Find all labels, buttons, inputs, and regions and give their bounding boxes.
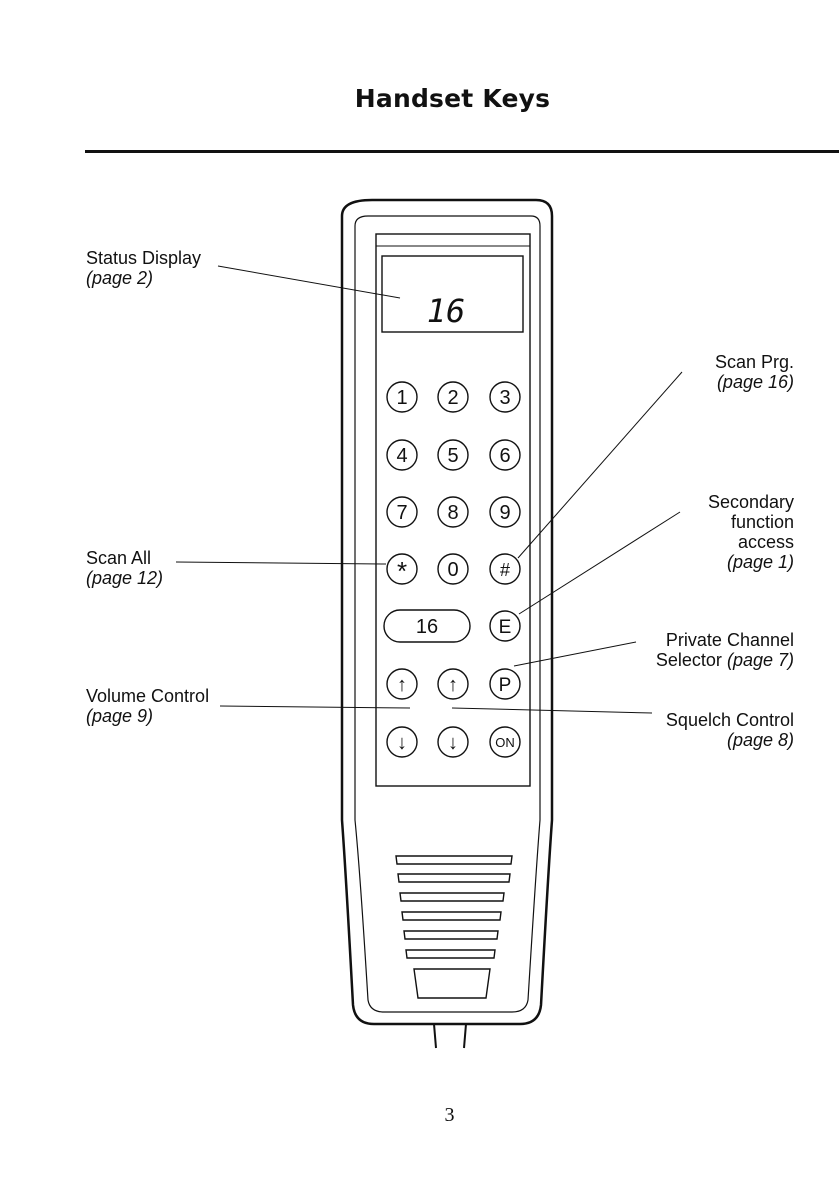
status-display-leader [218,266,400,298]
squelch-control-page: (page 8) [666,730,794,750]
private-channel-line2: Selector [656,650,722,670]
scan-prg-callout: Scan Prg. (page 16) [715,352,794,392]
secondary-function-line3: access [708,532,794,552]
volume-down-label: ↓ [397,732,407,754]
key-2-label: 2 [447,387,458,409]
secondary-function-leader [519,512,680,614]
secondary-function-callout: Secondary function access (page 1) [708,492,794,572]
scan-all-callout: Scan All (page 12) [86,548,163,588]
key-5-label: 5 [447,445,458,467]
squelch-down-key[interactable]: ↓ [438,727,468,757]
key-star-label: * [397,556,407,586]
cable-left [434,1024,436,1048]
volume-down-key[interactable]: ↓ [387,727,417,757]
volume-control-callout: Volume Control (page 9) [86,686,209,726]
key-hash-label: # [500,560,510,580]
volume-up-key[interactable]: ↑ [387,669,417,699]
volume-control-page: (page 9) [86,706,209,726]
squelch-up-label: ↑ [448,674,458,696]
key-3[interactable]: 3 [490,382,520,412]
secondary-function-page: (page 1) [708,552,794,572]
secondary-function-line2: function [708,512,794,532]
key-star[interactable]: * [387,554,417,586]
key-7[interactable]: 7 [387,497,417,527]
scan-prg-leader [518,372,682,558]
key-4-label: 4 [396,445,407,467]
cable-right [464,1024,466,1048]
key-1[interactable]: 1 [387,382,417,412]
scan-all-page: (page 12) [86,568,163,588]
key-p[interactable]: P [490,669,520,699]
squelch-down-label: ↓ [448,732,458,754]
private-channel-line2-row: Selector (page 7) [656,650,794,670]
private-channel-page: (page 7) [727,650,794,670]
squelch-control-label: Squelch Control [666,710,794,730]
key-5[interactable]: 5 [438,440,468,470]
key-7-label: 7 [396,502,407,524]
key-9-label: 9 [499,502,510,524]
squelch-control-callout: Squelch Control (page 8) [666,710,794,750]
key-8[interactable]: 8 [438,497,468,527]
volume-control-label: Volume Control [86,686,209,706]
private-channel-leader [514,642,636,666]
private-channel-callout: Private Channel Selector (page 7) [656,630,794,670]
speaker-grille [396,856,512,998]
scan-all-label: Scan All [86,548,163,568]
squelch-up-key[interactable]: ↑ [438,669,468,699]
key-0[interactable]: 0 [438,554,468,584]
volume-up-label: ↑ [397,674,407,696]
key-1-label: 1 [396,387,407,409]
on-key-label: ON [495,735,515,750]
page-number: 3 [0,1104,839,1127]
key-8-label: 8 [447,502,458,524]
key-6[interactable]: 6 [490,440,520,470]
volume-control-leader [220,706,410,708]
scan-prg-label: Scan Prg. [715,352,794,372]
on-key[interactable]: ON [490,727,520,757]
key-6-label: 6 [499,445,510,467]
key-hash[interactable]: # [490,554,520,584]
key-4[interactable]: 4 [387,440,417,470]
status-display-page: (page 2) [86,268,201,288]
callout-lines [176,266,682,713]
channel-16-key-label: 16 [416,616,438,638]
key-3-label: 3 [499,387,510,409]
key-9[interactable]: 9 [490,497,520,527]
key-e-label: E [499,617,512,638]
status-display-callout: Status Display (page 2) [86,248,201,288]
private-channel-line1: Private Channel [656,630,794,650]
scan-prg-page: (page 16) [715,372,794,392]
status-display-label: Status Display [86,248,201,268]
key-e[interactable]: E [490,611,520,641]
channel-16-key[interactable]: 16 [384,610,470,642]
status-display-value: 16 [427,292,466,330]
key-2[interactable]: 2 [438,382,468,412]
key-p-label: P [499,675,512,696]
secondary-function-line1: Secondary [708,492,794,512]
key-0-label: 0 [447,559,458,581]
